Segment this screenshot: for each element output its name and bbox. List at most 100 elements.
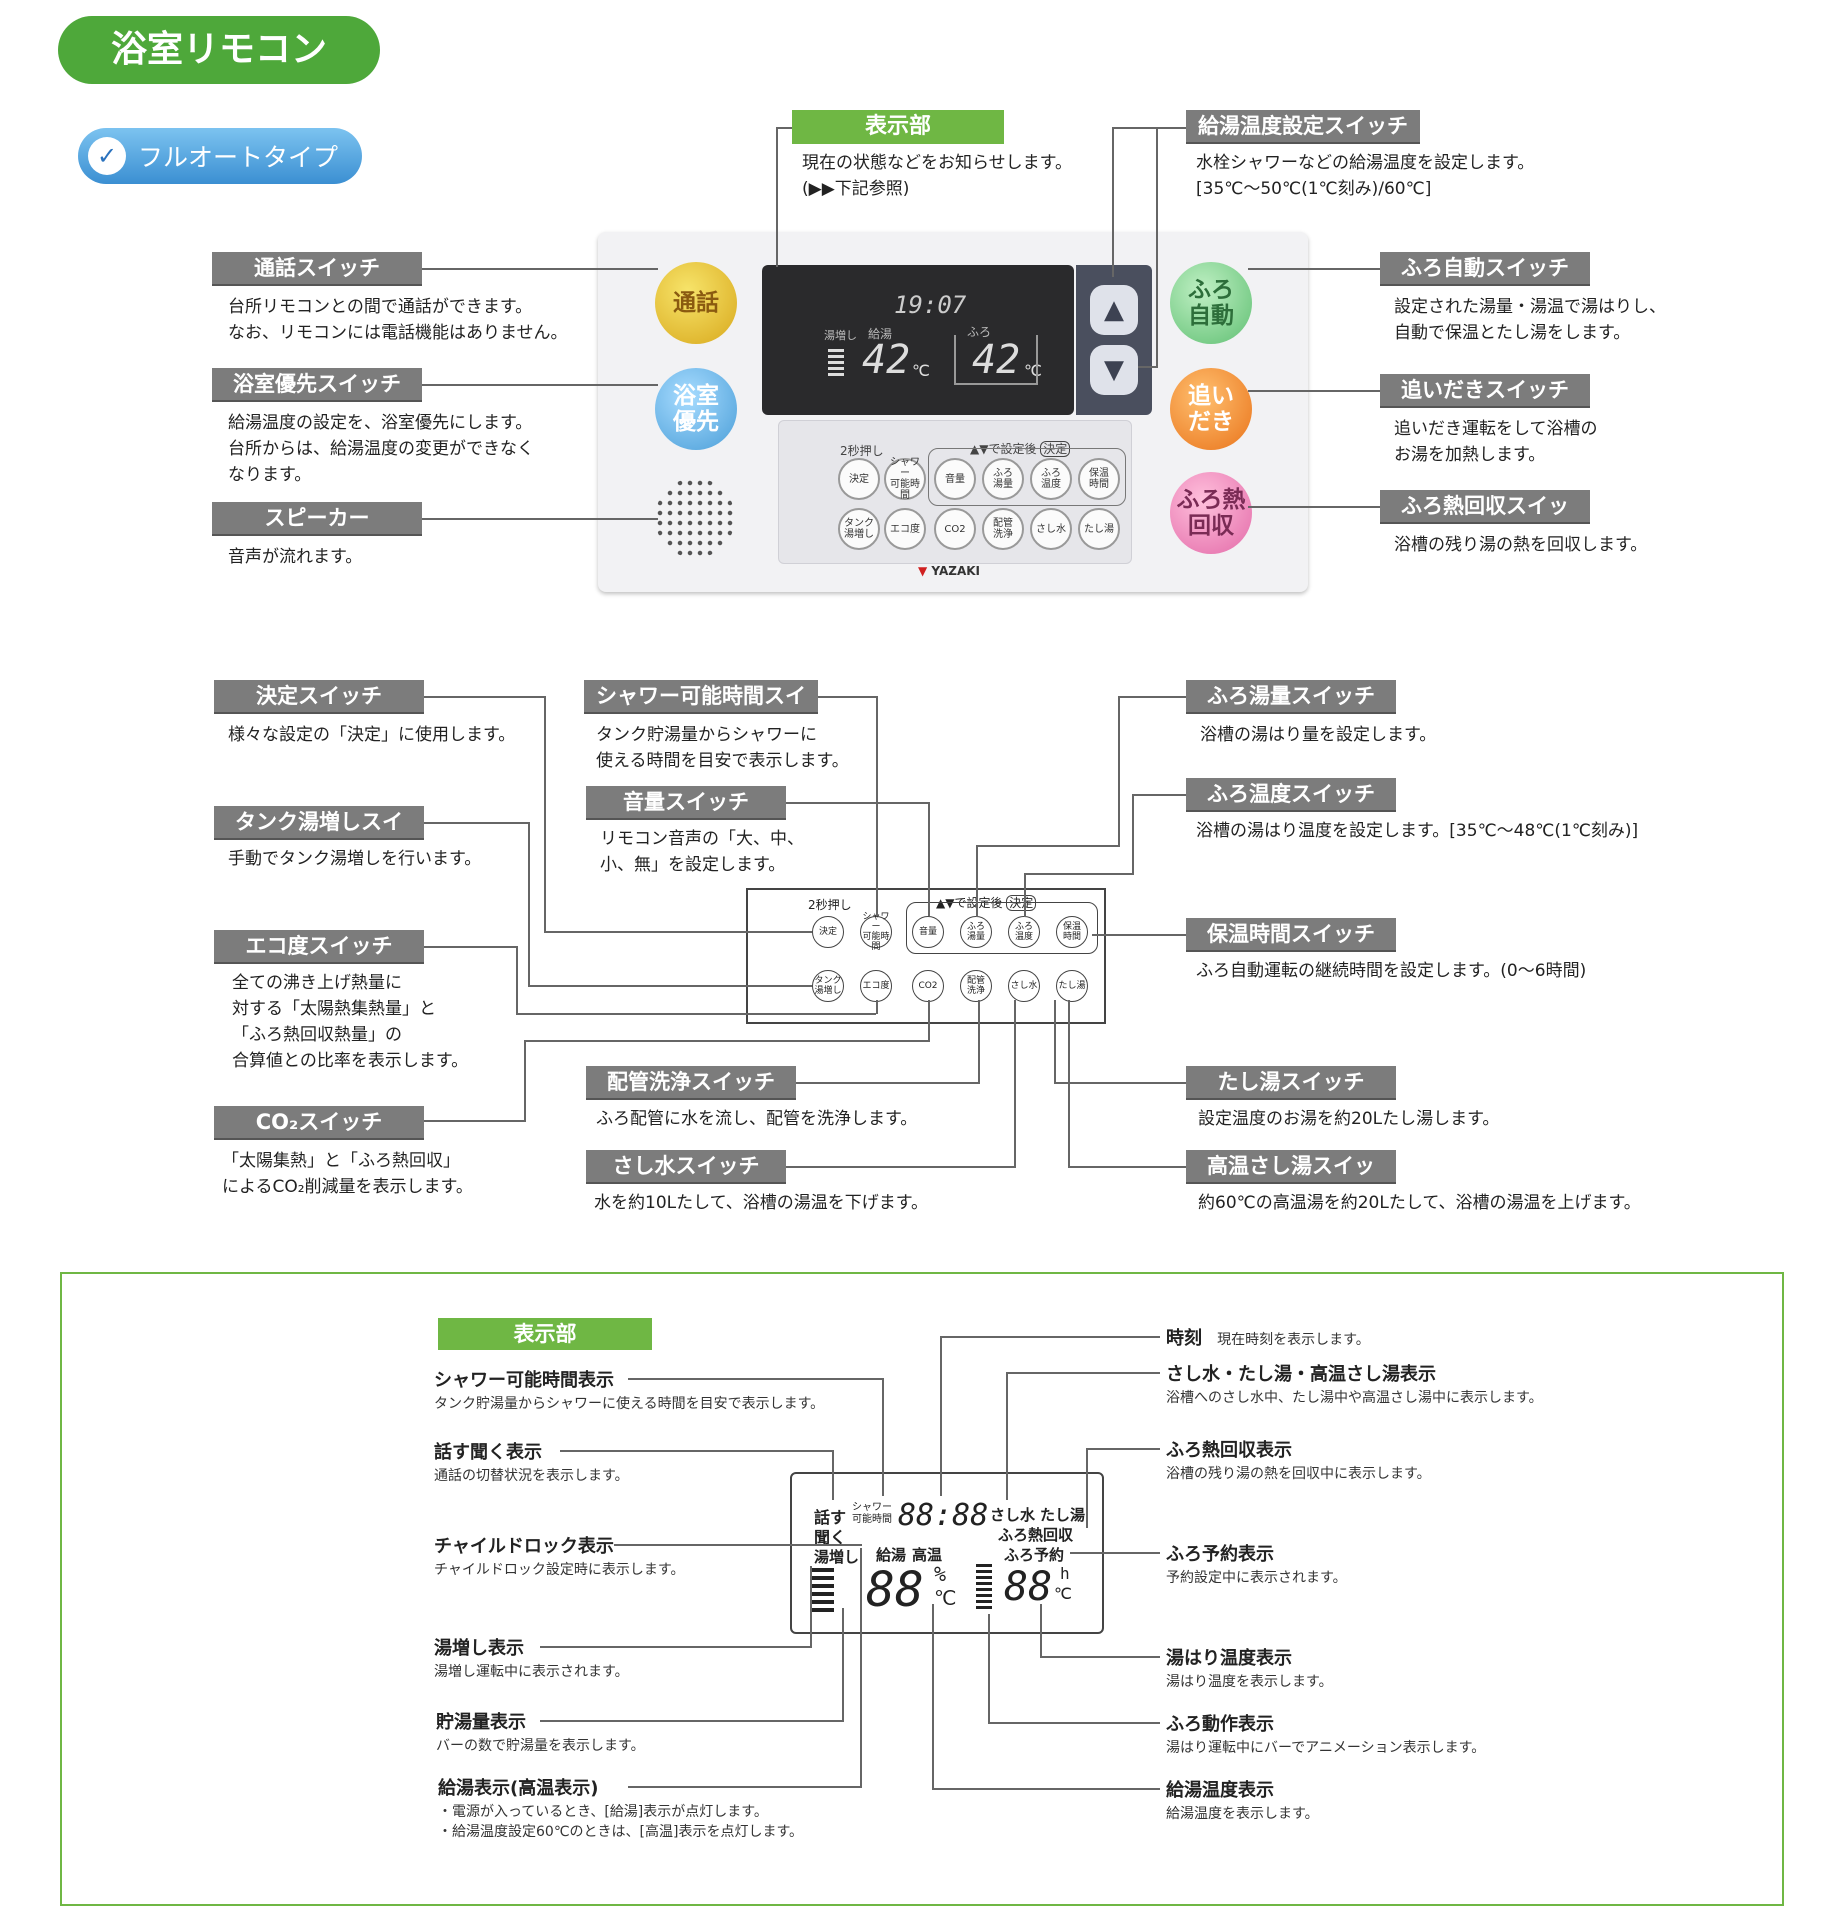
remote-furo-frame (954, 335, 1038, 385)
oidaki-button[interactable]: 追い だき (1170, 368, 1252, 450)
key-hoon: 保温 時間 (1056, 916, 1088, 948)
kyuto-sw-desc: 水栓シャワーなどの給湯温度を設定します。 [35℃〜50℃(1℃刻み)/60℃] (1196, 153, 1535, 199)
disp-hanasu-title: 話す聞く表示 (434, 1442, 542, 1463)
furo-ondo-button[interactable]: ふろ 温度 (1030, 458, 1072, 500)
hoon-button[interactable]: 保温 時間 (1078, 458, 1120, 500)
dleader-kyuto-h (628, 1786, 860, 1788)
leader-shower-v (876, 696, 878, 916)
dleader-furodosa-h (988, 1722, 1160, 1724)
remote-kyuto-unit: ℃ (912, 361, 930, 380)
disp-sashi-title: さし水・たし湯・高温さし湯表示 (1166, 1364, 1436, 1385)
leader-kyuto-down-h (1138, 366, 1158, 368)
triangle-up-icon: ▲ (1104, 295, 1124, 325)
yokushitsu-sw-label: 浴室優先スイッチ (212, 368, 422, 402)
type-badge-label: フルオートタイプ (138, 143, 339, 172)
hoon-sw-label: 保温時間スイッチ (1186, 918, 1396, 952)
leader-speaker (422, 518, 658, 520)
tank-button[interactable]: タンク 湯増し (838, 508, 880, 550)
leader-onryo-h (786, 802, 928, 804)
tashiyu-sw-desc: 設定温度のお湯を約20Lたし湯します。 (1198, 1109, 1500, 1129)
leader-co2-v (524, 1040, 526, 1122)
tank-sw-label: タンク湯増しスイッチ (214, 806, 424, 866)
disp-yuhari-title: 湯はり温度表示 (1166, 1648, 1292, 1669)
kyuto-sw-label: 給湯温度設定スイッチ (1186, 110, 1420, 144)
lcd-percent: % (934, 1562, 947, 1586)
tashiyu-sw-label: たし湯スイッチ (1186, 1066, 1396, 1100)
remote-time: 19:07 (894, 291, 967, 319)
key-kettei: 決定 (812, 916, 844, 948)
co2-sw-label: CO₂スイッチ (214, 1106, 424, 1140)
co2-button[interactable]: CO2 (934, 508, 976, 550)
leader-furo-ondo-v2 (1024, 873, 1026, 917)
disp-time-row: 時刻 現在時刻を表示します。 (1166, 1324, 1370, 1350)
leader-furo-ondo-h2 (1024, 873, 1134, 875)
disp-time-title: 時刻 (1166, 1328, 1202, 1349)
dleader-time-v (940, 1336, 942, 1496)
disp-yuhari-desc: 湯はり温度を表示します。 (1166, 1674, 1333, 1690)
furo-jido-button[interactable]: ふろ 自動 (1170, 262, 1252, 344)
furonetsu-sw-desc: 浴槽の残り湯の熱を回収します。 (1394, 535, 1648, 555)
eco-sw-desc: 全ての沸き上げ熱量に 対する「太陽熱集熱量」と 「ふろ熱回収熱量」の 合算値との… (232, 973, 469, 1071)
lcd-kiku: 聞く (814, 1528, 847, 1547)
shower-button[interactable]: シャワー 可能時間 (884, 457, 926, 501)
furo-yuryo-button[interactable]: ふろ 湯量 (982, 458, 1024, 500)
speaker-label: スピーカー (212, 502, 422, 536)
disp-yumashi-title: 湯増し表示 (434, 1638, 524, 1659)
lcd-koon: 高温 (912, 1546, 943, 1564)
temp-down-button[interactable]: ▼ (1090, 345, 1138, 395)
lcd-time: 88:88 (898, 1498, 989, 1533)
leader-sashimizu-v (1014, 1000, 1016, 1168)
leader-koon-h (1068, 1166, 1186, 1168)
lcd-hanasu: 話す (814, 1508, 847, 1527)
leader-hoon-h (1092, 934, 1186, 936)
onryo-button[interactable]: 音量 (934, 458, 976, 500)
lcd-furo-digits: 88 (1004, 1564, 1053, 1610)
furo-jido-sw-desc: 設定された湯量・湯温で湯はりし、 自動で保温とたし湯をします。 (1394, 297, 1666, 343)
sashimizu-button[interactable]: さし水 (1030, 508, 1072, 550)
key-co2: CO2 (912, 970, 944, 1002)
dleader-furodosa-v (988, 1614, 990, 1724)
key-set-bracket (906, 902, 1098, 954)
type-badge: ✓ フルオートタイプ (78, 128, 362, 184)
furo-jido-sw-label: ふろ自動スイッチ (1380, 252, 1590, 286)
hoon-sw-desc: ふろ自動運転の継続時間を設定します。(0〜6時間) (1196, 961, 1587, 981)
disp-kyutoondo-desc: 給湯温度を表示します。 (1166, 1806, 1319, 1822)
leader-hyojibu (776, 127, 778, 267)
key-sashimizu: さし水 (1008, 970, 1040, 1002)
tsuwa-sw-label: 通話スイッチ (212, 252, 422, 286)
leader-kettei-v (544, 696, 546, 932)
kettei-button[interactable]: 決定 (838, 458, 880, 500)
dleader-kyutoondo-h (932, 1788, 1160, 1790)
disp-furonetsu-desc: 浴槽の残り湯の熱を回収中に表示します。 (1166, 1466, 1431, 1482)
disp-kyutoondo-title: 給湯温度表示 (1166, 1780, 1274, 1801)
key-set-hint-text: ▲▼で設定後 (936, 896, 1003, 910)
leader-furo-yuryo-v2 (976, 845, 978, 917)
furo-yuryo-sw-desc: 浴槽の湯はり量を設定します。 (1200, 725, 1437, 745)
remote-set-hint: ▲▼で設定後 決定 (970, 440, 1071, 457)
tashiyu-button[interactable]: たし湯 (1078, 508, 1120, 550)
lcd-sashi: さし水 (990, 1506, 1036, 1524)
leader-koon-v (1068, 1000, 1070, 1168)
remote-kyuto-temp: 42 (862, 337, 911, 383)
tsuwa-button[interactable]: 通話 (655, 262, 737, 344)
haikan-button[interactable]: 配管 洗浄 (982, 508, 1024, 550)
leader-furo-yuryo-h (1118, 696, 1186, 698)
leader-eco-h (424, 946, 516, 948)
leader-haikan-v (978, 1000, 980, 1084)
yokushitsu-button[interactable]: 浴室 優先 (655, 368, 737, 450)
leader-furo-yuryo-v (1118, 696, 1120, 846)
shower-sw-label: シャワー可能時間スイッチ (584, 680, 818, 740)
eco-button[interactable]: エコ度 (884, 508, 926, 550)
kettei-sw-label: 決定スイッチ (214, 680, 424, 714)
key-tashiyu: たし湯 (1056, 970, 1088, 1002)
dleader-yuhari-v (1040, 1604, 1042, 1658)
disp-shower-desc: タンク貯湯量からシャワーに使える時間を目安で表示します。 (434, 1396, 825, 1412)
furonetsu-button[interactable]: ふろ熱 回収 (1170, 472, 1252, 554)
leader-eco-v (516, 946, 518, 1014)
speaker-desc: 音声が流れます。 (228, 547, 363, 567)
yokushitsu-sw-desc: 給湯温度の設定を、浴室優先にします。 台所からは、給湯温度の変更ができなく なり… (228, 413, 534, 485)
leader-co2-v2 (928, 1000, 930, 1042)
dleader-shower-h (628, 1378, 882, 1380)
temp-up-button[interactable]: ▲ (1090, 285, 1138, 335)
dleader-sashi-v (1006, 1372, 1008, 1500)
